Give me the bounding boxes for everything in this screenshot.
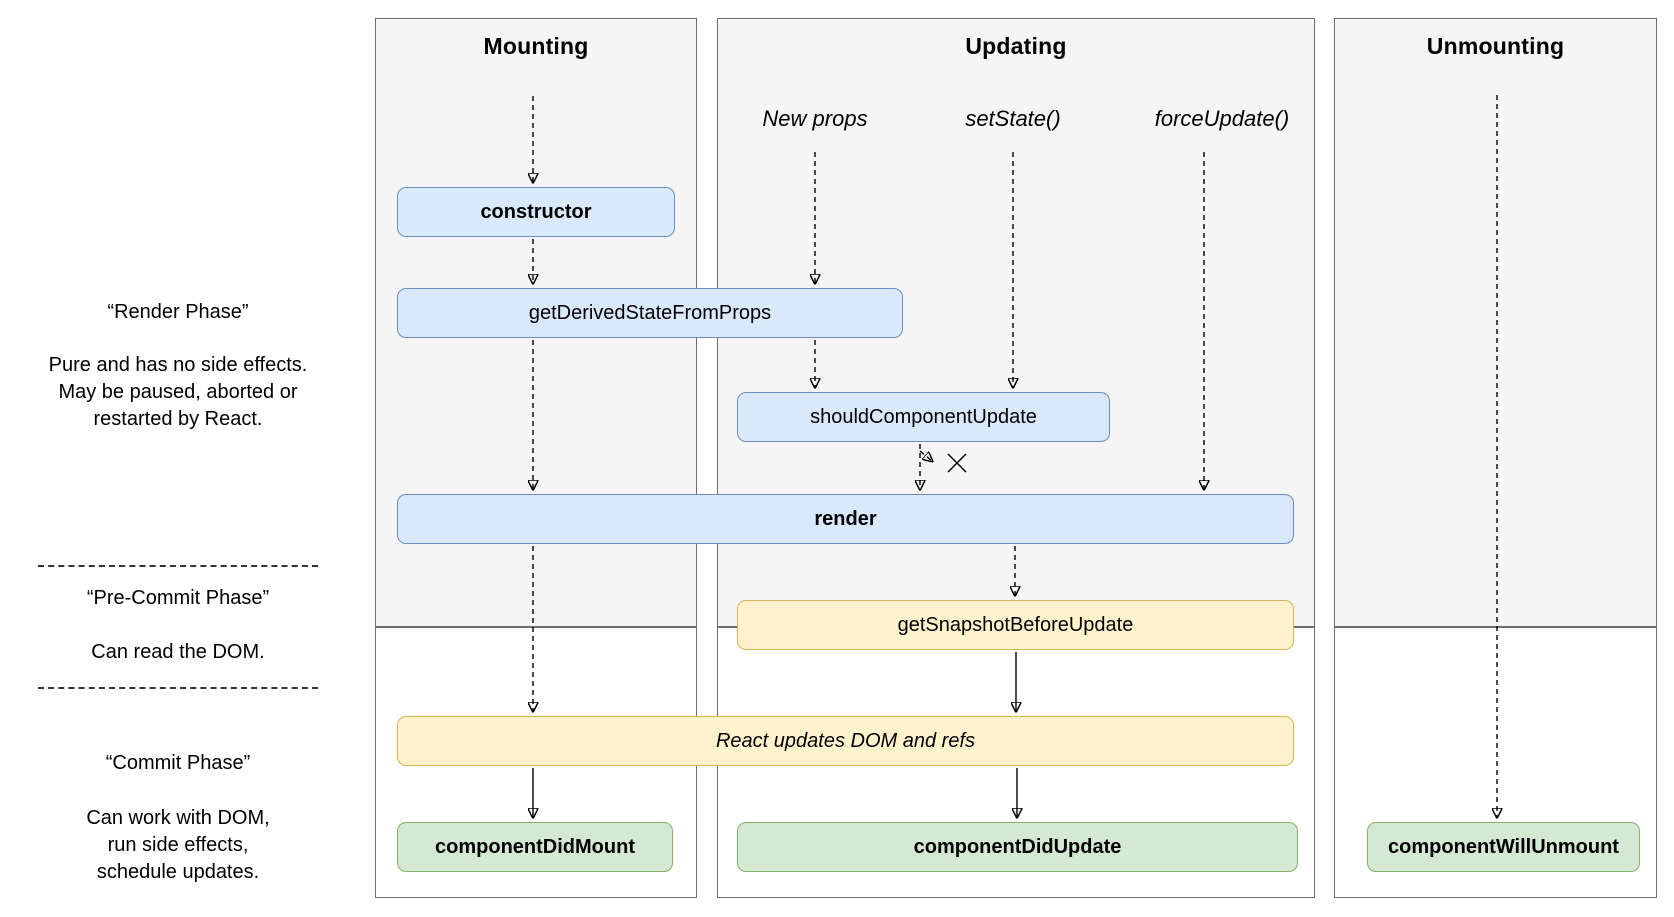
trigger-set-state: setState() bbox=[965, 106, 1061, 131]
node-componentdidmount: componentDidMount bbox=[397, 822, 673, 872]
updating-column-title: Updating bbox=[965, 33, 1067, 59]
render-phase-description: Pure and has no side effects. May be pau… bbox=[20, 352, 336, 433]
commit-phase-line: Can work with DOM, bbox=[86, 807, 270, 829]
unmounting-column-title: Unmounting bbox=[1426, 33, 1565, 59]
arrow-scu-cancel-branch bbox=[919, 450, 932, 461]
node-componentdidupdate: componentDidUpdate bbox=[737, 822, 1298, 872]
commit-phase-line: schedule updates. bbox=[96, 861, 260, 883]
node-react-updates-dom: React updates DOM and refs bbox=[397, 716, 1294, 766]
render-phase-line: restarted by React. bbox=[93, 408, 263, 430]
render-phase-line: Pure and has no side effects. bbox=[48, 354, 308, 376]
commit-phase-title: “Commit Phase” bbox=[105, 752, 251, 774]
phase-divider bbox=[38, 687, 318, 689]
node-getderivedstatefromprops: getDerivedStateFromProps bbox=[397, 288, 903, 338]
node-componentwillunmount: componentWillUnmount bbox=[1367, 822, 1640, 872]
unmounting-panel-render-section bbox=[1334, 18, 1657, 627]
pre-commit-phase-description: Can read the DOM. bbox=[20, 639, 336, 666]
red-x-icon bbox=[947, 453, 967, 473]
trigger-new-props: New props bbox=[762, 106, 868, 131]
commit-phase-description: Can work with DOM, run side effects, sch… bbox=[20, 805, 336, 886]
pre-commit-phase-title: “Pre-Commit Phase” bbox=[86, 587, 270, 609]
node-constructor: constructor bbox=[397, 187, 675, 237]
node-getsnapshotbeforeupdate: getSnapshotBeforeUpdate bbox=[737, 600, 1294, 650]
mounting-column-title: Mounting bbox=[483, 33, 589, 59]
node-render: render bbox=[397, 494, 1294, 544]
pre-commit-phase-line: Can read the DOM. bbox=[91, 641, 265, 663]
render-phase-line: May be paused, aborted or bbox=[58, 381, 298, 403]
render-phase-title: “Render Phase” bbox=[107, 301, 249, 323]
phase-divider bbox=[38, 565, 318, 567]
node-shouldcomponentupdate: shouldComponentUpdate bbox=[737, 392, 1110, 442]
trigger-force-update: forceUpdate() bbox=[1154, 106, 1290, 131]
commit-phase-line: run side effects, bbox=[107, 834, 249, 856]
